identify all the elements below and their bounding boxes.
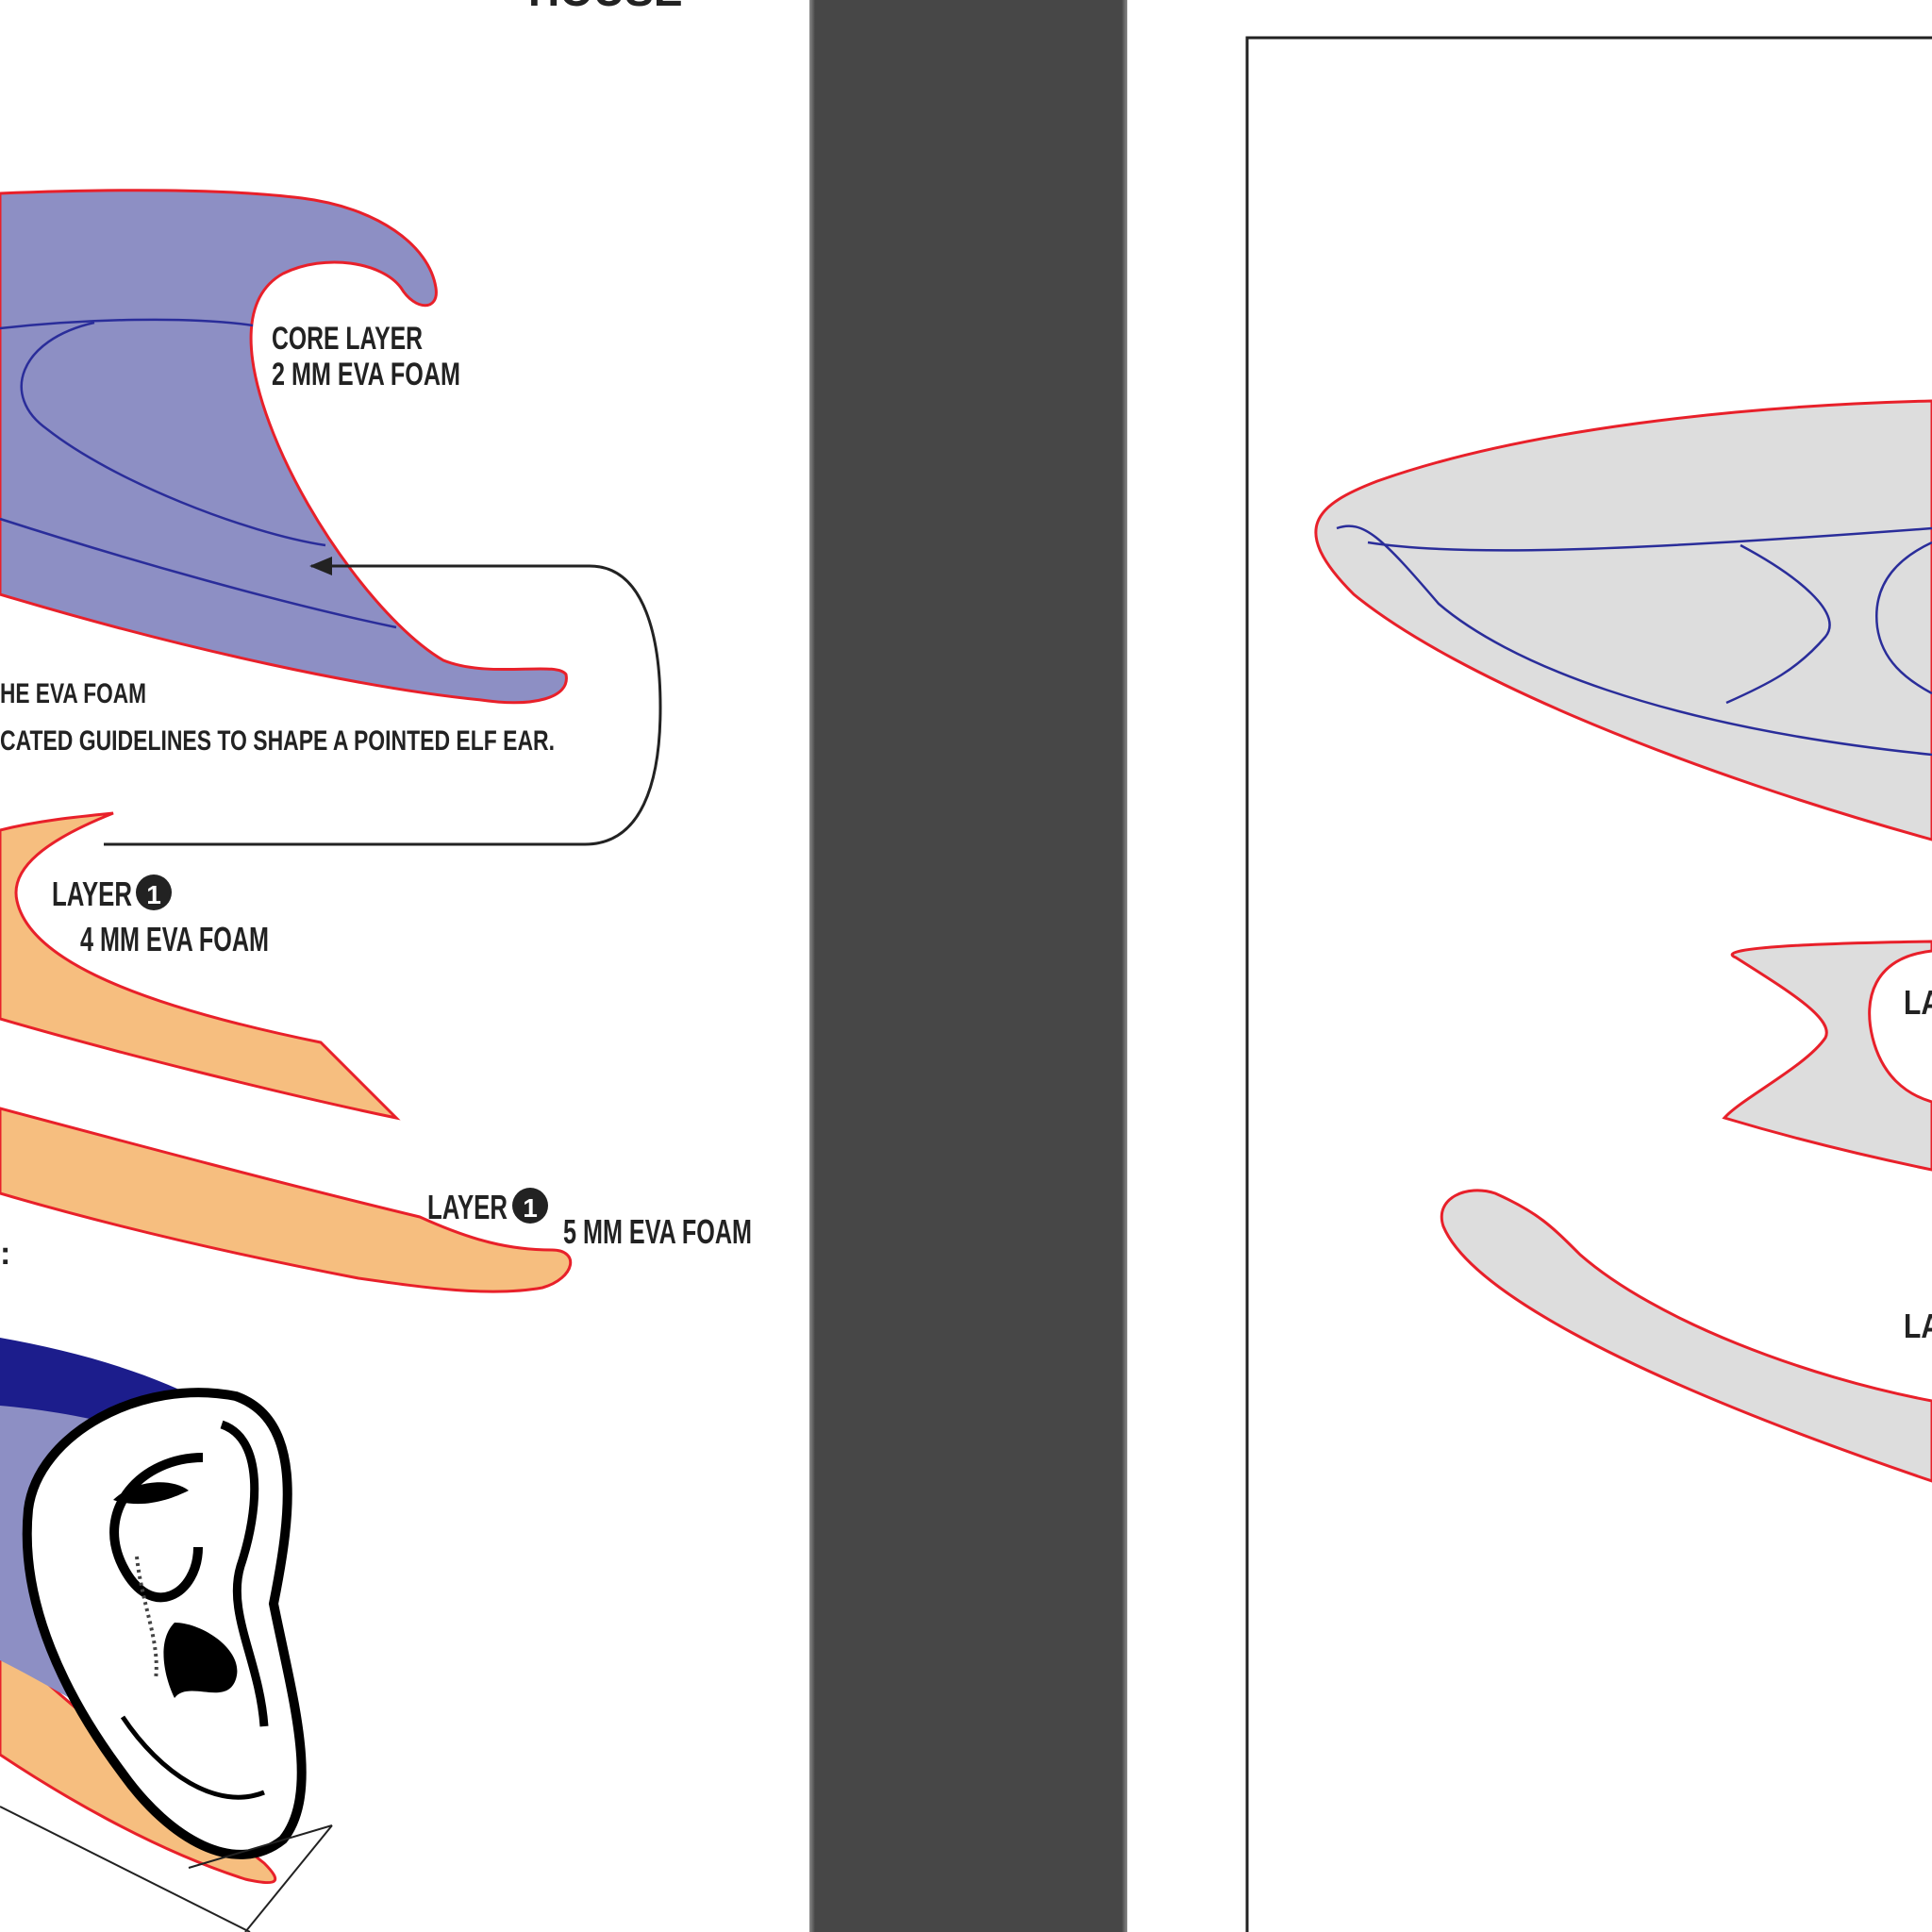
core-layer-subtitle: 2 MM EVA FOAM (272, 357, 460, 392)
core-guideline-loop (20, 321, 326, 547)
layer-4mm-title: LAYER (52, 874, 132, 913)
left-page-artwork: HOUSE CORE LAYER 2 MM EVA FOAM HE EVA FO… (0, 0, 752, 1932)
template-label-fragment-1: LA (1904, 983, 1932, 1022)
template-core-loop (1336, 525, 1932, 757)
template-core-inner (1875, 541, 1932, 695)
template-frame (1245, 36, 1932, 1932)
instruction-line-2: CATED GUIDELINES TO SHAPE A POINTED ELF … (0, 725, 555, 757)
layer-5mm-badge: 1 (523, 1193, 538, 1223)
right-page-artwork: LA LA (1245, 36, 1932, 1932)
number-badge-icon (136, 874, 172, 910)
side-fragment: : (0, 1236, 10, 1272)
header-fragment: HOUSE (528, 0, 683, 15)
template-layer-4mm-cutout (1868, 949, 1932, 1104)
callout-arrow (309, 557, 332, 575)
page-gutter (809, 0, 1127, 1932)
right-page: LA LA (1127, 0, 1932, 1932)
template-core-guideline (1367, 526, 1932, 552)
core-layer-title: CORE LAYER (272, 321, 423, 357)
layer-5mm-title: LAYER (427, 1188, 508, 1226)
layer-4mm-shape (0, 811, 401, 1121)
instruction-line-1: HE EVA FOAM (0, 678, 146, 709)
core-guideline-top (0, 318, 254, 330)
template-core-tab (1725, 543, 1831, 705)
core-layer-shape (0, 189, 568, 705)
template-core-shape (1314, 399, 1932, 841)
number-badge-icon-2 (512, 1188, 548, 1224)
callout-bracket (104, 564, 662, 846)
layer-4mm-badge: 1 (146, 880, 161, 909)
template-label-fragment-2: LA (1904, 1307, 1932, 1345)
left-page: HOUSE CORE LAYER 2 MM EVA FOAM HE EVA FO… (0, 0, 809, 1932)
ear-illustration (0, 1338, 333, 1932)
layer-4mm-subtitle: 4 MM EVA FOAM (80, 920, 269, 958)
template-layer-5mm-shape (1440, 1189, 1932, 1483)
layer-5mm-shape (0, 1107, 573, 1293)
core-guideline-bottom (0, 517, 397, 629)
layer-5mm-subtitle: 5 MM EVA FOAM (563, 1212, 752, 1251)
